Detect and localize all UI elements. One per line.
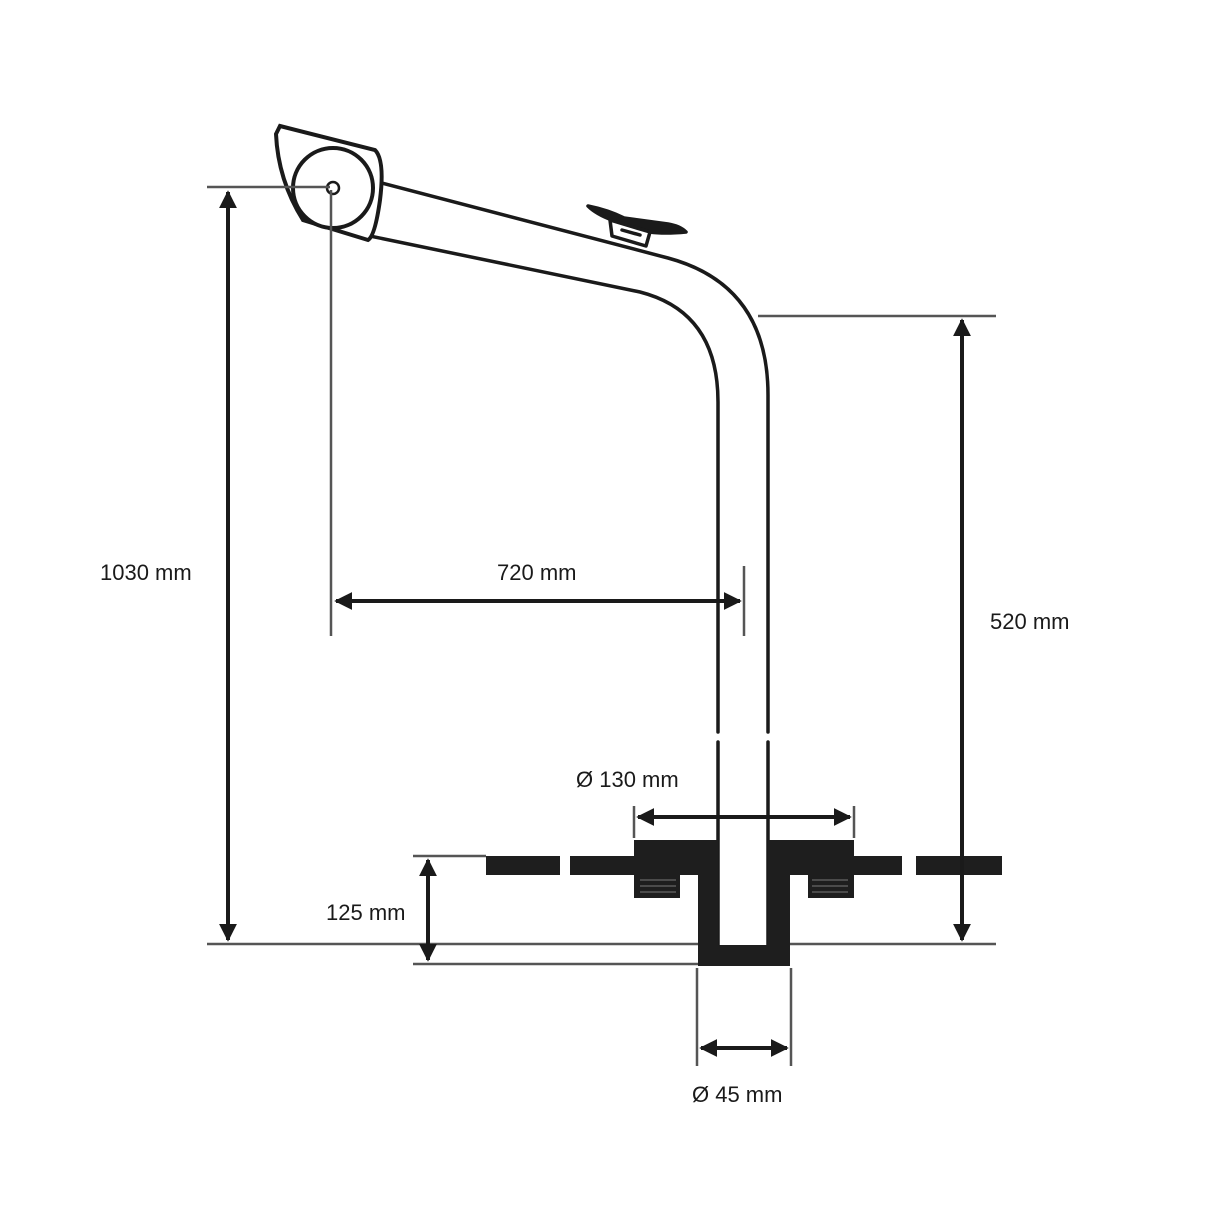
label-total-height: 1030 mm [100,560,192,585]
flange-left [634,840,718,858]
cleat-horn [586,204,688,235]
dimension-arrows [219,190,971,1057]
sheave-pulley-icon [273,123,384,243]
label-socket-depth: 125 mm [326,900,405,925]
extension-lines [207,185,996,1066]
deck-plate-left-1 [486,856,560,875]
deck-plate-left-2 [570,856,698,875]
socket-wall-right [768,840,790,966]
tube-inner-edge [363,233,720,734]
tube-outer-edge [376,180,770,734]
mooring-cleat-icon [586,204,688,248]
deck-plate-right-2 [916,856,1002,875]
label-reach: 720 mm [497,560,576,585]
deck-plate-right-1 [790,856,902,875]
deck-section [486,840,1002,966]
cleat-slot [620,228,642,237]
label-flange-diameter: Ø 130 mm [576,767,679,792]
label-upper-height: 520 mm [990,609,1069,634]
socket-bottom [698,945,790,966]
socket-wall-left [698,840,718,966]
nut-threads [640,879,848,893]
label-tube-diameter: Ø 45 mm [692,1082,782,1107]
